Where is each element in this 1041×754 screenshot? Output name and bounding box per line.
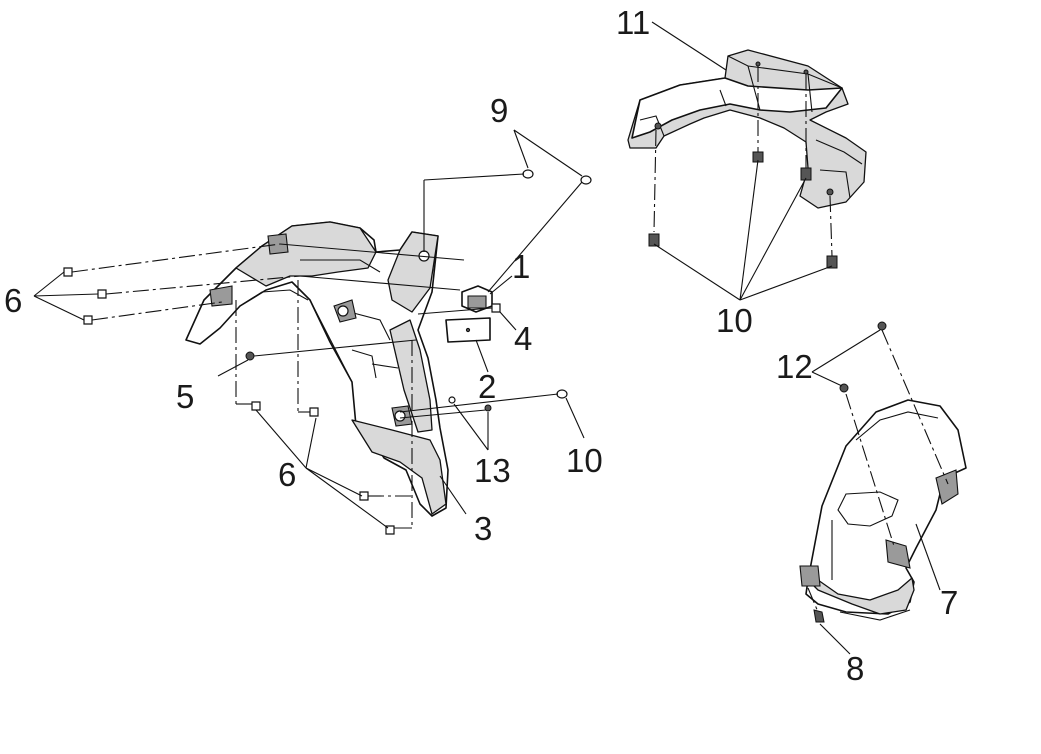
callout-2: 2 xyxy=(478,368,496,405)
part-7-rear-fender xyxy=(799,399,967,621)
callout-4: 4 xyxy=(514,320,532,357)
callout-8: 8 xyxy=(846,650,864,687)
callout-6-left: 6 xyxy=(4,282,22,319)
fasteners-12-8 xyxy=(807,321,949,655)
callout-7: 7 xyxy=(940,584,958,621)
callout-5: 5 xyxy=(176,378,194,415)
leaders-upper-right xyxy=(651,21,833,301)
part-11-support-bracket xyxy=(627,49,867,269)
part-4-screw xyxy=(417,303,517,331)
callout-10-lower: 10 xyxy=(566,442,603,479)
callout-1: 1 xyxy=(512,248,530,285)
callout-13: 13 xyxy=(474,452,511,489)
part-2-plate xyxy=(445,317,491,373)
fasteners-6-left xyxy=(33,243,465,325)
fasteners-6-lower xyxy=(235,280,413,535)
part-1-reflector xyxy=(461,275,513,313)
callout-3: 3 xyxy=(474,510,492,547)
fasteners-9 xyxy=(423,129,592,293)
fasteners-5-13-10 xyxy=(217,339,585,515)
callout-10-upper: 10 xyxy=(716,302,753,339)
callout-9: 9 xyxy=(490,92,508,129)
callout-labels: 1 2 3 4 5 6 6 7 8 9 10 10 11 12 13 xyxy=(4,4,958,687)
callout-11: 11 xyxy=(616,4,650,41)
part-3-inner-mudguard xyxy=(185,221,449,517)
callout-6-lower: 6 xyxy=(278,456,296,493)
callout-12: 12 xyxy=(776,348,813,385)
